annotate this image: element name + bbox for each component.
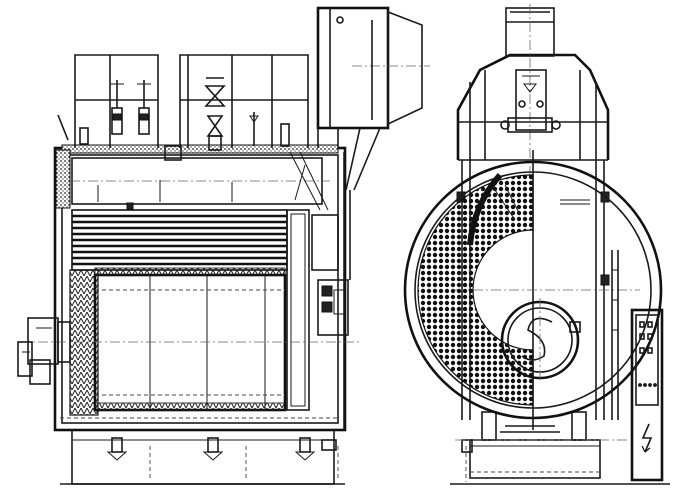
front-valve-cluster	[515, 69, 547, 131]
front-casing-top	[456, 53, 610, 160]
control-panel	[630, 308, 664, 482]
main-steam-valve	[164, 77, 290, 161]
drain-valves	[106, 437, 339, 480]
burner-assembly	[17, 317, 71, 385]
side-elevation-view	[17, 6, 430, 485]
tube-cross-section	[417, 174, 534, 406]
front-elevation-view	[403, 4, 670, 485]
safety-valves	[57, 80, 151, 145]
refractory-lining	[69, 269, 99, 416]
top-guard-rail	[74, 54, 309, 148]
right-piping	[311, 152, 351, 430]
flue-economizer	[289, 6, 430, 211]
lightning-bolt-icon	[641, 423, 653, 453]
furnace-cylinder	[93, 273, 287, 412]
rear-chamber	[286, 209, 310, 411]
